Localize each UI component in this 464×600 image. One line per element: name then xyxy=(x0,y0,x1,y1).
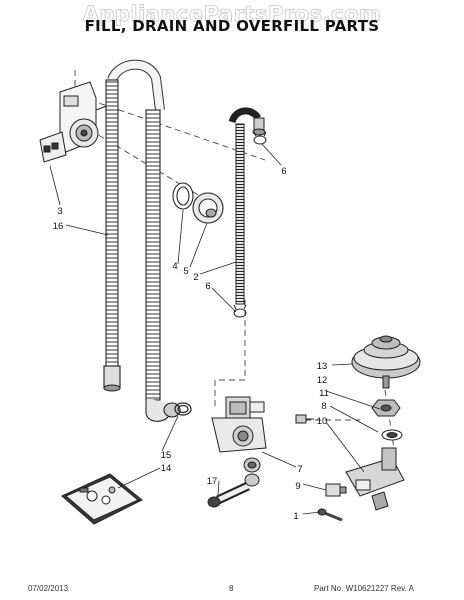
callout-17: 17 xyxy=(207,476,218,487)
fill-hose-clamp-upper-part-6 xyxy=(253,131,267,145)
inlet-valve-part-7 xyxy=(211,396,267,473)
callout-1: 1 xyxy=(293,511,298,522)
callout-6-upper: 6 xyxy=(281,166,286,177)
drain-bracket-part-3 xyxy=(39,81,113,163)
drain-hose-part-16 xyxy=(103,59,181,422)
page-title: FILL, DRAIN AND OVERFILL PARTS xyxy=(84,17,380,35)
parts-bag-part-14 xyxy=(61,473,143,525)
callout-13: 13 xyxy=(317,361,328,372)
callout-3: 3 xyxy=(57,206,62,217)
footer-part-number: Part No. W10621227 Rev. A xyxy=(314,584,414,593)
grommet-part-4 xyxy=(172,182,194,210)
callout-leader-lines xyxy=(49,143,381,515)
callout-10: 10 xyxy=(317,416,328,427)
callout-12: 12 xyxy=(317,375,328,386)
callout-16: 16 xyxy=(53,221,64,232)
fill-hose-part-2 xyxy=(228,107,266,305)
footer-date: 07/02/2013 xyxy=(28,584,69,593)
inlet-elbow-part-17 xyxy=(207,473,260,508)
watermark: AppliancePartsPros.com xyxy=(82,2,382,27)
callout-11: 11 xyxy=(319,388,329,399)
float-part-13 xyxy=(351,335,421,389)
footer-page-number: 8 xyxy=(229,584,234,593)
float-nut-part-12 xyxy=(371,399,401,417)
valve-screw xyxy=(295,414,314,424)
float-switch-part-10 xyxy=(345,447,405,511)
connector-part-9 xyxy=(325,483,347,497)
screw-part-1 xyxy=(317,508,343,522)
callout-6-lower: 6 xyxy=(205,281,210,292)
float-gasket-part-11 xyxy=(381,429,403,441)
callout-9: 9 xyxy=(295,481,300,492)
callout-8: 8 xyxy=(321,401,326,412)
callout-7: 7 xyxy=(297,464,302,475)
callout-4: 4 xyxy=(172,261,177,272)
fill-hose-clamp-lower-part-6 xyxy=(233,304,247,318)
seal-part-5 xyxy=(192,192,224,224)
callout-15: 15 xyxy=(161,450,172,461)
callout-labels: 1 2 3 4 5 6 6 7 8 9 10 11 12 13 14 15 16… xyxy=(53,166,329,522)
callout-2: 2 xyxy=(193,272,198,283)
hose-clamp-part-15 xyxy=(174,402,192,416)
callout-5: 5 xyxy=(183,266,188,277)
callout-14: 14 xyxy=(161,463,172,474)
